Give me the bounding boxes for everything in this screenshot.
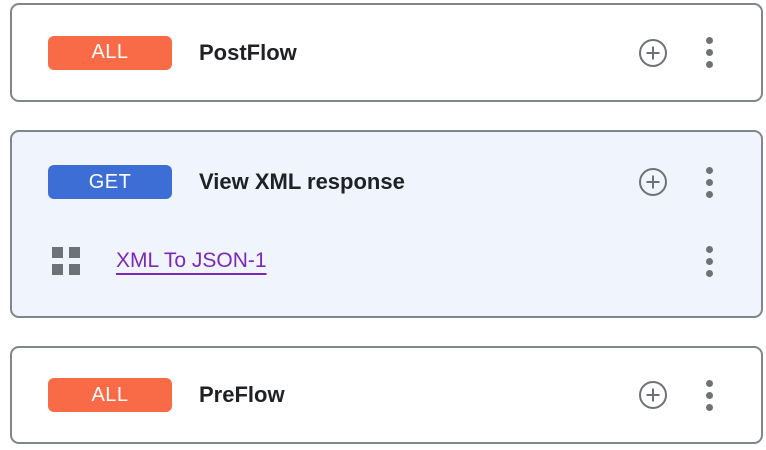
add-policy-button[interactable] (637, 379, 669, 411)
kebab-menu-icon (705, 245, 713, 253)
flow-row: GET View XML response (12, 164, 761, 200)
method-badge: ALL (48, 35, 172, 70)
policy-link[interactable]: XML To JSON-1 (116, 249, 267, 272)
flow-card-view-xml-response[interactable]: GET View XML response XML To JSON-1 (10, 130, 763, 318)
add-policy-button[interactable] (637, 166, 669, 198)
flow-menu-button[interactable] (697, 375, 721, 415)
flow-menu-button[interactable] (697, 33, 721, 73)
method-badge: ALL (48, 378, 172, 412)
circle-plus-icon (639, 168, 667, 196)
kebab-menu-icon (705, 379, 713, 387)
add-policy-button[interactable] (637, 37, 669, 69)
flow-name: View XML response (199, 169, 405, 194)
flow-card-preflow[interactable]: ALL PreFlow (10, 346, 763, 444)
flow-row: ALL PostFlow (12, 5, 761, 100)
policy-menu-button[interactable] (697, 241, 721, 281)
kebab-menu-icon (705, 37, 713, 44)
kebab-menu-icon (705, 166, 713, 174)
flow-name: PreFlow (199, 382, 285, 407)
policy-row: XML To JSON-1 (12, 245, 761, 277)
circle-plus-icon (639, 381, 667, 409)
method-badge: GET (48, 165, 172, 199)
circle-plus-icon (639, 38, 667, 67)
flow-name: PostFlow (199, 39, 297, 65)
flow-row: ALL PreFlow (12, 348, 761, 442)
flow-card-postflow[interactable]: ALL PostFlow (10, 3, 763, 102)
policy-grid-icon (52, 247, 80, 275)
flow-menu-button[interactable] (697, 162, 721, 202)
